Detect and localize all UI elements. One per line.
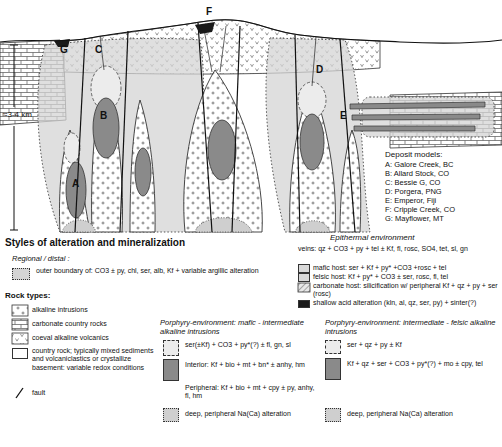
legend-swatch	[325, 408, 341, 422]
legend-swatch	[163, 408, 179, 422]
legend-samples	[12, 283, 310, 398]
potassic-zone	[208, 120, 236, 180]
depth-scale-label: ≈3-4 km	[3, 110, 63, 120]
intrusion	[59, 130, 90, 232]
legend-text: coeval alkaline volcanics	[32, 334, 152, 342]
faults	[75, 23, 355, 232]
legend-swatch	[325, 340, 341, 354]
deposit-letter: E	[340, 110, 352, 122]
legend-swatch	[12, 268, 30, 280]
legend-swatch	[325, 358, 341, 380]
legend-swatch	[163, 359, 179, 381]
veins	[100, 24, 316, 86]
silicification-sample	[298, 283, 310, 292]
section-heading: Styles of alteration and mineralization	[5, 237, 295, 249]
deposit-letter: D	[316, 64, 328, 76]
vein	[312, 37, 316, 86]
fault-line	[295, 35, 300, 232]
ser-zone	[298, 82, 326, 118]
sills	[350, 102, 485, 131]
deposit-letter: F	[206, 6, 218, 18]
legend-text: deep, peripheral Na(Ca) alteration	[185, 410, 315, 418]
fault-line	[232, 26, 240, 232]
intrusion	[130, 100, 155, 232]
sill	[350, 102, 485, 109]
alteration-halo	[266, 38, 370, 232]
deposit-letter: B	[100, 110, 112, 122]
deposit-model: B: Allard Stock, CO	[385, 169, 502, 178]
deposit-model: D: Porgera, PNG	[385, 187, 502, 196]
naca-zone	[195, 218, 252, 232]
legend-text: Kf + qz + ser + CO3 + py*(?) + mo ± cpy,…	[347, 360, 497, 368]
legend-swatch	[163, 340, 179, 356]
legend-text: Interior: Kf + bio + mt + bn* ± anhy, hm	[185, 361, 315, 369]
legend-text: felsic host: Kf + py* + CO3 ± ser, rosc,…	[313, 273, 502, 281]
legend-text: fault	[32, 389, 152, 397]
deposit-letter: A	[72, 178, 84, 190]
intrusion	[340, 130, 361, 232]
intrusion-sample	[12, 305, 28, 316]
country-rock	[0, 20, 502, 232]
fault-line	[75, 38, 85, 232]
group-heading: Regional / distal :	[12, 254, 162, 263]
deposit-model: G: Mayflower, MT	[385, 214, 502, 223]
vein	[220, 26, 226, 72]
legend-text: alkaline intrusions	[32, 306, 152, 314]
legend-text: country rock; typically mixed sediments …	[32, 347, 154, 372]
sill	[352, 114, 480, 120]
country-rock-area	[0, 20, 502, 232]
intrusion	[184, 70, 263, 232]
scale-line	[14, 126, 15, 230]
group-heading: Rock types:	[5, 291, 105, 301]
deposit-letter: C	[95, 44, 107, 56]
acid-cap	[195, 22, 215, 34]
potassic-zone	[135, 148, 151, 196]
legend-swatch	[12, 348, 28, 359]
fault-sample	[16, 388, 23, 398]
legend-swatch	[298, 300, 310, 308]
legend-text: ser(±Kf) + CO3 + py*(?) ± fl, gn, sl	[185, 341, 315, 349]
potassic-zone	[300, 114, 324, 170]
scale-tick	[10, 45, 18, 46]
vein-note: veins: qz + CO3 + py + tel ± Kf, fl, ros…	[298, 245, 502, 253]
carbonate-sample	[12, 319, 28, 330]
legend-text: ser + qz + py ± Kf	[347, 341, 497, 349]
environment-heading: Epithermal environment	[330, 233, 500, 243]
volcanic-sample	[12, 333, 28, 344]
legend-text: deep, peripheral Na(Ca) alteration	[347, 410, 497, 418]
deposit-model: A: Galore Creek, BC	[385, 160, 502, 169]
fault-line	[120, 31, 128, 232]
deposit-model: E: Emperor, Fiji	[385, 196, 502, 205]
group-heading: Porphyry-environment: mafic - intermedia…	[160, 318, 315, 336]
ground-surface	[0, 20, 502, 44]
legend-text: carbonate country rocks	[32, 320, 152, 328]
legend-heading: Deposit models:	[385, 150, 500, 160]
depth-scale-bar	[10, 45, 18, 230]
scale-tick	[10, 230, 18, 231]
group-heading: Porphyry-environment: intermediate - fel…	[325, 318, 500, 336]
fault-line	[340, 39, 355, 232]
legend-text: carbonate host: silicification w/ periph…	[313, 282, 502, 299]
naca-zone	[62, 220, 96, 232]
zone-note: Peripheral: Kf + bio + mt + cpy ± py, an…	[185, 384, 315, 401]
scale-line	[14, 45, 15, 107]
fault-line	[198, 23, 212, 232]
deep-naca-zones	[62, 218, 330, 232]
deposit-model: C: Bessie G, CO	[385, 178, 502, 187]
potassic-zones	[66, 98, 324, 218]
deposit-model: F: Cripple Creek, CO	[385, 205, 502, 214]
legend-swatch	[298, 264, 310, 273]
ser-zones	[64, 66, 326, 163]
legend-text: shallow acid alteration (kln, al, qz, se…	[313, 299, 502, 307]
legend-swatch	[298, 273, 310, 282]
deposit-letter: G	[60, 44, 72, 56]
acid-caps	[54, 22, 215, 47]
sill	[354, 126, 475, 131]
potassic-zone	[93, 98, 119, 158]
legend-text: outer boundary of: CO3 ± py, chl, ser, a…	[36, 267, 291, 275]
legend-text: mafic host: ser + Kf + py* +CO3 +rosc + …	[313, 264, 502, 272]
ser-zone	[64, 133, 80, 163]
